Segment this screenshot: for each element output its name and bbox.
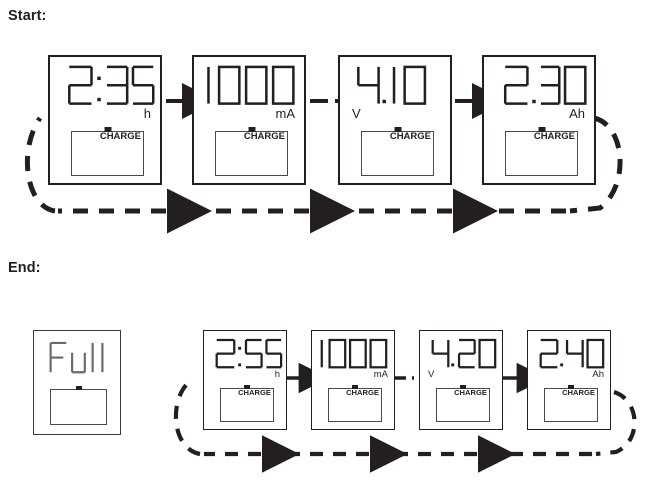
- lcd-screen: [539, 338, 605, 369]
- charge-label: CHARGE: [238, 388, 271, 397]
- battery-icon: CHARGE: [505, 127, 578, 176]
- lcd-screen: [503, 65, 587, 105]
- end-display-3[interactable]: V CHARGE: [419, 330, 503, 430]
- charge-label: CHARGE: [454, 388, 487, 397]
- unit-label: h: [274, 369, 280, 380]
- battery-icon: CHARGE: [220, 385, 274, 422]
- unit-label: V: [352, 106, 361, 121]
- end-section-label: End:: [8, 260, 41, 276]
- charge-label: CHARGE: [562, 388, 595, 397]
- seven-segment-digits: [503, 65, 587, 105]
- charge-label: CHARGE: [243, 131, 285, 142]
- start-section-label: Start:: [8, 8, 47, 24]
- unit-label: h: [143, 106, 151, 121]
- start-display-4[interactable]: Ah CHARGE: [482, 55, 596, 185]
- battery-icon: CHARGE: [361, 127, 434, 176]
- lcd-screen: [215, 338, 283, 369]
- unit-label: Ah: [569, 106, 585, 121]
- lcd-screen: [49, 341, 104, 374]
- lcd-screen: [431, 338, 497, 369]
- lcd-screen: [357, 65, 427, 105]
- start-display-2[interactable]: mA CHARGE: [192, 55, 306, 185]
- seven-segment-digits: [539, 338, 605, 369]
- charge-label: CHARGE: [533, 131, 575, 142]
- unit-label: V: [428, 369, 435, 380]
- seven-segment-digits: [215, 338, 283, 369]
- battery-terminal-nub: [248, 127, 255, 132]
- seven-segment-digits: [320, 338, 388, 369]
- charge-label: CHARGE: [389, 131, 431, 142]
- charge-label: CHARGE: [99, 131, 141, 142]
- battery-terminal-nub: [352, 385, 358, 389]
- unit-label: Ah: [592, 369, 604, 380]
- end-display-4[interactable]: Ah CHARGE: [527, 330, 611, 430]
- battery-icon: CHARGE: [215, 127, 288, 176]
- lcd-screen: [207, 65, 295, 105]
- seven-segment-digits: [357, 65, 427, 105]
- lcd-screen: [68, 65, 155, 105]
- battery-icon: [50, 386, 107, 425]
- battery-terminal-nub: [568, 385, 574, 389]
- battery-terminal-nub: [75, 386, 82, 390]
- seven-segment-digits: [431, 338, 497, 369]
- end-full-display[interactable]: [33, 330, 121, 435]
- seven-segment-digits: [68, 65, 155, 105]
- battery-terminal-nub: [538, 127, 545, 132]
- battery-icon: CHARGE: [544, 385, 598, 422]
- lcd-screen: [320, 338, 388, 369]
- end-display-1[interactable]: h CHARGE: [203, 330, 287, 430]
- charge-label: CHARGE: [346, 388, 379, 397]
- seven-segment-text-full: [49, 341, 104, 374]
- end-display-2[interactable]: mA CHARGE: [311, 330, 395, 430]
- seven-segment-digits: [207, 65, 295, 105]
- battery-terminal-nub: [244, 385, 250, 389]
- battery-icon: CHARGE: [71, 127, 144, 176]
- battery-terminal-nub: [460, 385, 466, 389]
- battery-icon: CHARGE: [328, 385, 382, 422]
- battery-terminal-nub: [394, 127, 401, 132]
- battery-terminal-nub: [104, 127, 111, 132]
- unit-label: mA: [373, 369, 388, 380]
- start-display-1[interactable]: h CHARGE: [48, 55, 162, 185]
- unit-label: mA: [275, 106, 296, 121]
- start-display-3[interactable]: V CHARGE: [338, 55, 452, 185]
- battery-icon: CHARGE: [436, 385, 490, 422]
